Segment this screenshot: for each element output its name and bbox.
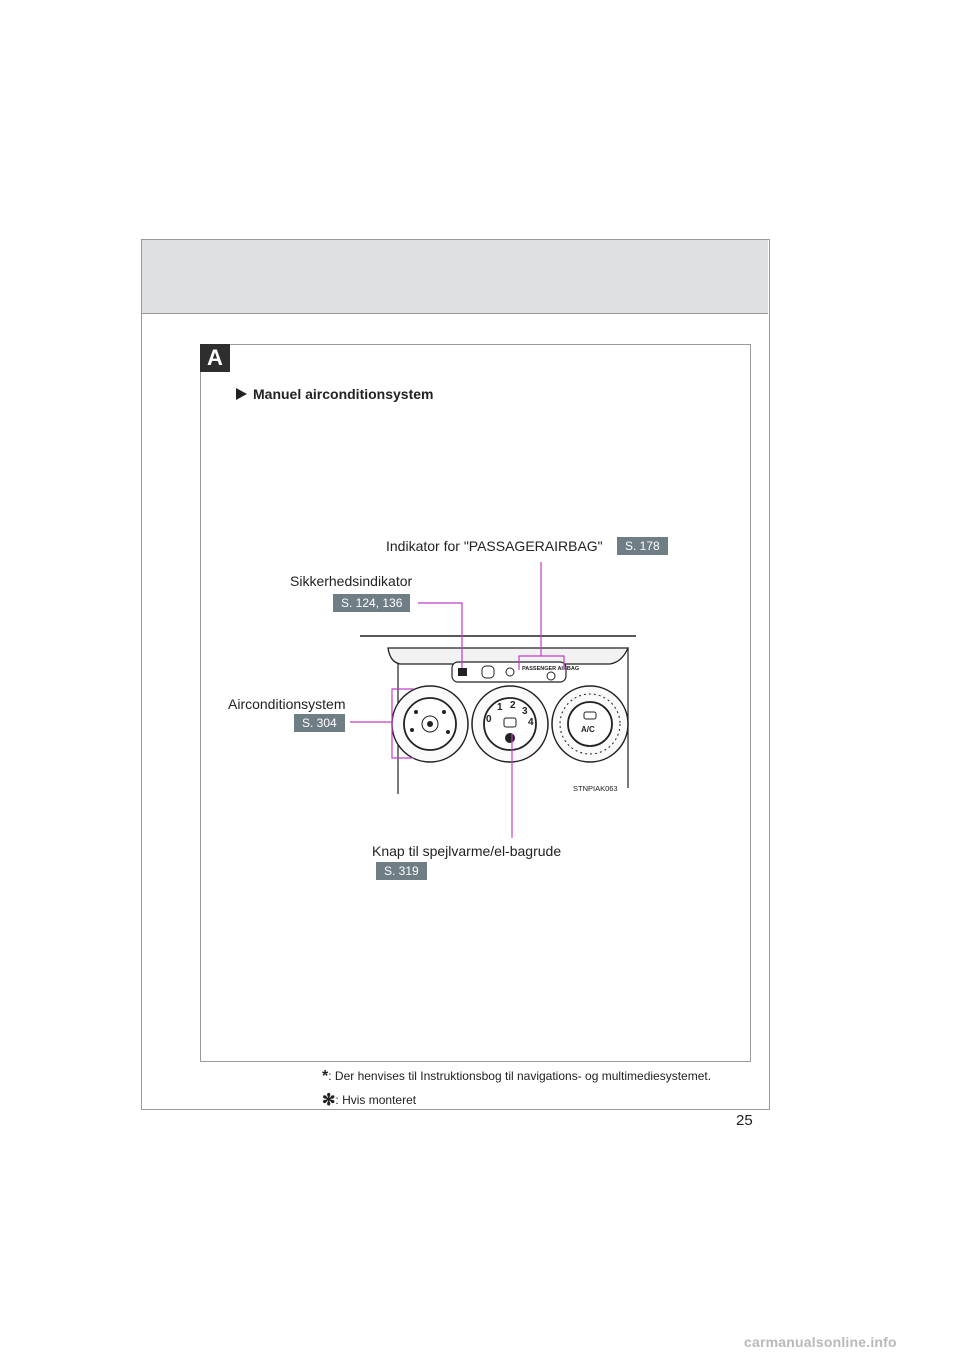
asterisk-icon: *	[322, 1068, 329, 1085]
aircon-label: Airconditionsystem	[228, 696, 346, 712]
footnote-1-text: : Der henvises til Instruktionsbog til n…	[328, 1069, 712, 1083]
page-frame	[141, 239, 770, 1110]
defogger-ref[interactable]: S. 319	[376, 862, 427, 880]
watermark: carmanualsonline.info	[744, 1334, 897, 1350]
section-frame	[200, 344, 751, 1062]
footnote-2-text: : Hvis monteret	[335, 1093, 417, 1107]
header-band	[142, 240, 768, 314]
page-number: 25	[736, 1112, 753, 1129]
passenger-airbag-label: Indikator for "PASSAGERAIRBAG"	[386, 538, 603, 554]
footnote-2: ✻: Hvis monteret	[322, 1090, 416, 1110]
section-letter: A	[200, 344, 230, 372]
section-subtitle: Manuel airconditionsystem	[236, 386, 433, 402]
ac-label: A/C	[581, 725, 595, 734]
fan-speed-1: 1	[497, 702, 503, 713]
passenger-airbag-ref[interactable]: S. 178	[617, 537, 668, 555]
fan-speed-3: 3	[522, 706, 528, 717]
defogger-label: Knap til spejlvarme/el-bagrude	[372, 843, 562, 859]
security-indicator-label: Sikkerhedsindikator	[290, 573, 413, 589]
footnote-1: *: Der henvises til Instruktionsbog til …	[322, 1068, 711, 1086]
security-indicator-ref[interactable]: S. 124, 136	[333, 594, 411, 612]
passenger-airbag-panel-text: PASSENGER AIRBAG	[522, 666, 579, 672]
section-title: Manuel airconditionsystem	[253, 386, 434, 402]
triangle-bullet-icon	[236, 388, 247, 400]
fan-speed-2: 2	[510, 700, 516, 711]
fan-speed-4: 4	[528, 717, 534, 728]
fan-speed-0: 0	[486, 714, 492, 725]
aircon-ref[interactable]: S. 304	[294, 714, 345, 732]
asterisk-star-icon: ✻	[322, 1092, 336, 1109]
climate-control-illustration: PASSENGER AIRBAG 0 1 2 3 4 A/C STNPIAK06…	[360, 635, 636, 794]
figure-code: STNPIAK063	[573, 784, 618, 793]
